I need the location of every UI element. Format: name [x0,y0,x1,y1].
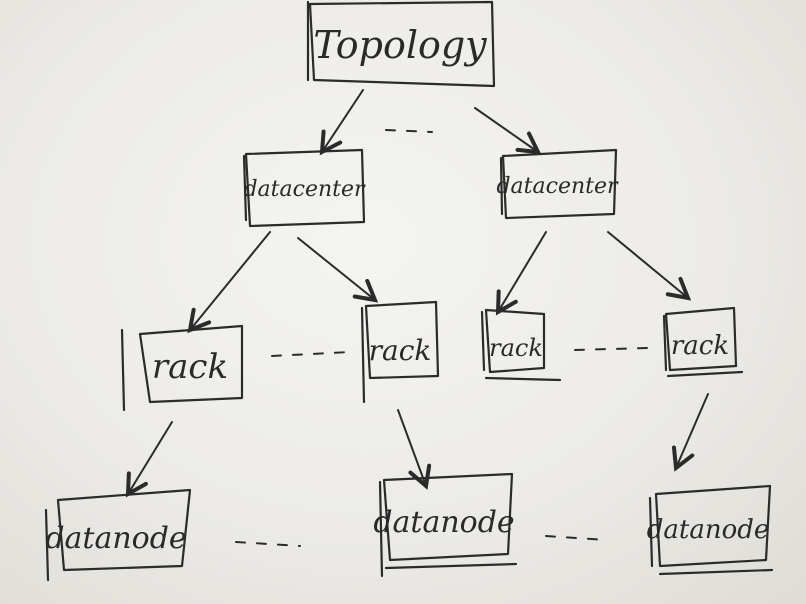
node-topology-label: Topology [313,23,487,67]
node-rack-2: rack [360,300,440,404]
node-datanode-1-label: datanode [45,521,186,556]
node-datanode-2-label: datanode [373,505,514,540]
node-datacenter-1: datacenter [242,148,366,228]
edge-datacenter-1-rack-1 [190,231,271,330]
node-rack-3: rack [480,308,562,382]
node-datanode-3: datanode [647,484,774,576]
edge-topology-datacenter-2 [474,107,538,152]
ellipsis-racks-left [271,351,351,357]
edge-rack-1-datanode-1 [128,421,173,494]
node-rack-1-label: rack [152,347,228,387]
node-datanode-2: datanode [373,472,518,578]
ellipsis-datacenters: ... [385,111,433,133]
edge-datacenter-1-rack-2 [297,237,375,300]
node-rack-4-label: rack [671,331,729,361]
node-rack-2-label: rack [369,334,432,367]
node-datanode-1: datanode [44,488,192,582]
edge-rack-4-datanode-3 [676,393,709,468]
node-rack-4: rack [662,306,744,378]
node-datacenter-2-label: datacenter [496,174,619,199]
node-datanode-3-label: datanode [647,515,770,545]
ellipsis-datanodes-left [235,541,301,547]
node-rack-3-label: rack [489,334,543,362]
edge-datacenter-2-rack-4 [607,231,688,298]
ellipsis-racks-right [574,347,649,351]
edge-topology-datacenter-1 [322,89,364,152]
ellipsis-datanodes-right [545,535,607,541]
node-rack-1: rack [120,324,244,412]
edge-datacenter-2-rack-3 [498,231,547,312]
ellipsis-text-datacenters: ... [405,111,420,130]
node-datacenter-2: datacenter [496,148,619,220]
edge-rack-2-datanode-2 [397,409,426,486]
node-datacenter-1-label: datacenter [243,177,366,202]
node-topology: Topology [306,0,496,88]
